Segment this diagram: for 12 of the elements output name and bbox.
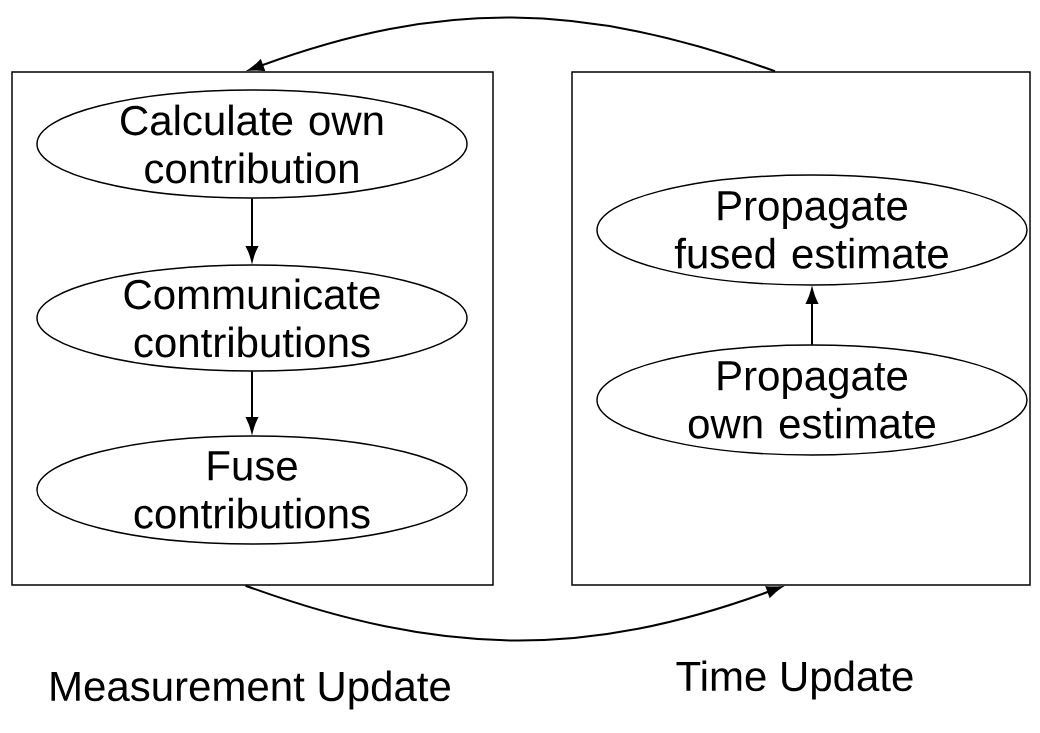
arrow xyxy=(244,584,782,642)
arrow xyxy=(246,197,258,262)
panel-heading: Measurement Update xyxy=(51,670,450,710)
arrow xyxy=(806,288,818,346)
ellipse-node: Fuse contributions xyxy=(36,435,468,545)
panel-heading: Time Update xyxy=(676,660,913,700)
ellipse-node: Propagate own estimate xyxy=(596,344,1028,456)
ellipse-node: Calculate own contribution xyxy=(36,89,468,199)
ellipse-node: Communicate contributions xyxy=(36,264,468,372)
ellipse-node: Propagate fused estimate xyxy=(596,174,1028,286)
arrow xyxy=(248,16,776,73)
arrow xyxy=(246,370,258,433)
